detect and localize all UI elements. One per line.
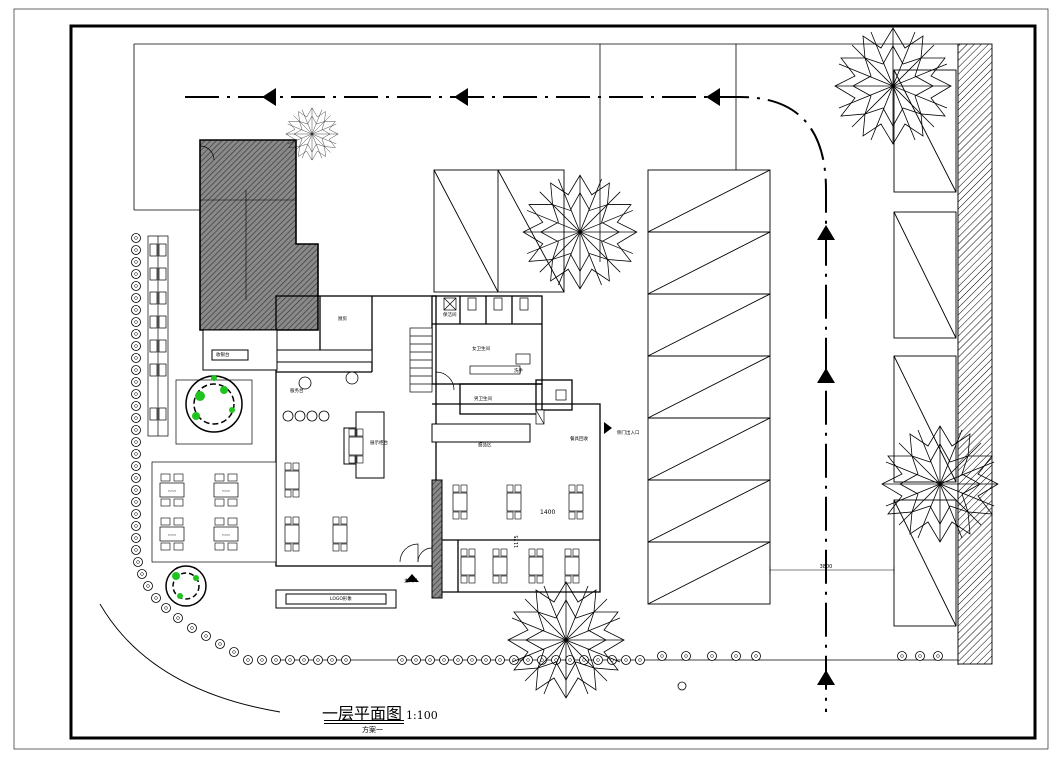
tree-north-east (834, 27, 952, 145)
traffic-route (185, 96, 827, 712)
dimension-1400-label: 1400 (540, 509, 555, 516)
sheet-border-outer (13, 8, 1049, 750)
survey-marker (677, 681, 687, 691)
green-tree-courtyard (185, 375, 243, 433)
drawing-subtitle: 方案一 (362, 726, 383, 734)
label-dessert-zone: 甜品区 (478, 441, 492, 448)
door-swings (199, 145, 455, 563)
tree-east (881, 425, 999, 543)
title-underline-thin (324, 723, 404, 724)
dimension-1175-label: 1175 (514, 535, 520, 548)
green-tree-corner (165, 565, 207, 607)
label-washroom: 洗手 (514, 367, 523, 374)
label-cleaning-room: 保洁间 (443, 311, 457, 318)
label-kitchen: 厨房 (338, 315, 347, 322)
existing-building (199, 139, 319, 331)
label-male-wc: 男卫生间 (474, 395, 492, 402)
bar-stools (282, 371, 359, 422)
dimension-3800-label: 3800 (820, 564, 833, 570)
label-side-entrance: 侧门出入口 (617, 429, 640, 436)
route-arrows (262, 88, 835, 685)
drawing-scale: 1:100 (406, 709, 438, 722)
label-logo-wall: LOGO形象 (330, 595, 352, 602)
parking-stalls-north (433, 169, 565, 293)
title-underline (324, 720, 404, 721)
stairs (409, 327, 433, 393)
tree-south (507, 581, 625, 699)
toilet-fixtures (443, 297, 567, 425)
label-female-wc: 女卫生间 (472, 345, 490, 352)
label-display-cabinet: 展示柜台 (370, 439, 388, 446)
label-main-entrance: 主入口 (404, 577, 418, 584)
tree-small-top (285, 107, 339, 161)
hedge-south (243, 651, 943, 665)
label-dish-return: 餐具回收 (570, 435, 588, 442)
entrance-markers (405, 422, 612, 582)
property-wall (957, 43, 993, 665)
drawing-title: 一层平面图 (322, 704, 403, 723)
tree-north-center (522, 174, 638, 290)
counters (202, 329, 531, 609)
sheet-border-inner (69, 24, 1037, 740)
parking-stalls-east (893, 69, 957, 627)
label-service-desk: 服务台 (290, 387, 304, 394)
lawn-edge (99, 603, 281, 713)
dimension-3800 (769, 566, 895, 574)
parking-stalls-center (647, 169, 771, 605)
label-front-counter: 收银台 (216, 351, 230, 358)
